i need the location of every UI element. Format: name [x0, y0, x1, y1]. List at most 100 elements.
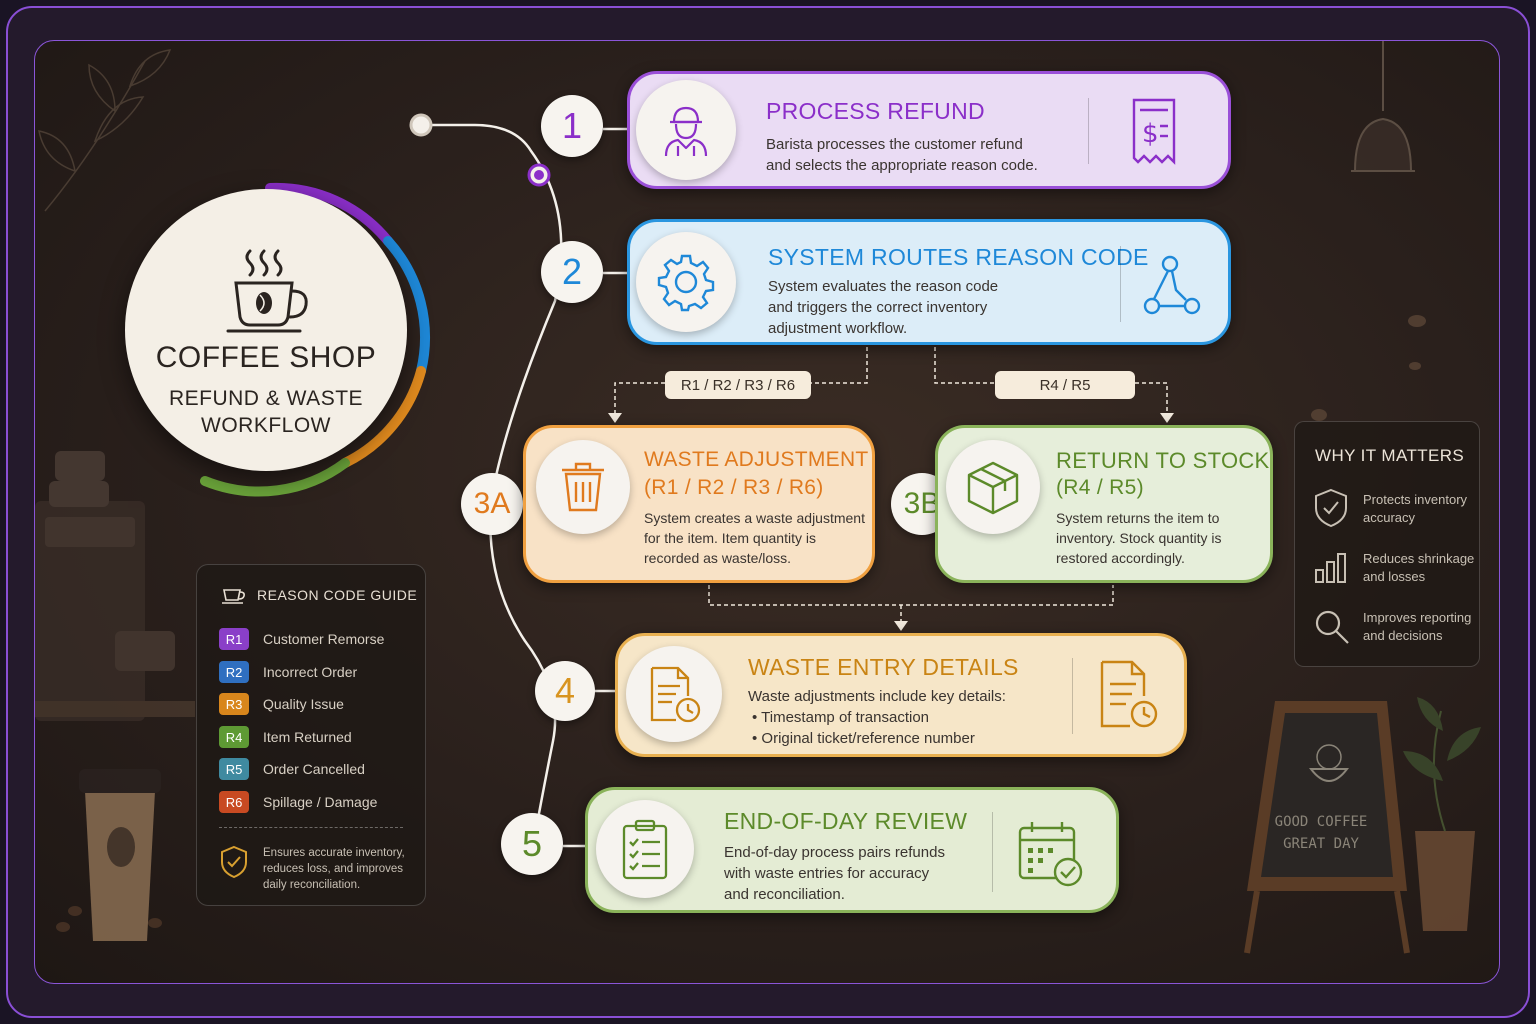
document-clock-icon [1100, 660, 1158, 728]
reason-code-label: Spillage / Damage [263, 794, 378, 810]
chalkboard-text: GOOD COFFEE GREAT DAY [1267, 811, 1375, 855]
reason-code-badge: R6 [219, 791, 249, 813]
step-4-desc-line: Waste adjustments include key details: [748, 688, 1006, 705]
gear-icon [636, 232, 736, 332]
reason-code-row: R5 Order Cancelled [219, 758, 365, 780]
leaf-branch-decor [38, 49, 172, 212]
step-number-5: 5 [501, 813, 563, 875]
step-card-system-routes: SYSTEM ROUTES REASON CODE System evaluat… [627, 219, 1231, 345]
step-1-desc-line: Barista processes the customer refund [766, 136, 1023, 153]
step-5-desc-line: and reconciliation. [724, 886, 845, 903]
step-3b-desc-line: inventory. Stock quantity is [1056, 530, 1222, 546]
step-5-desc-line: with waste entries for accuracy [724, 865, 930, 882]
chalkboard-line: GOOD COFFEE [1274, 814, 1368, 830]
step-1-title: PROCESS REFUND [766, 98, 985, 124]
route-label-waste: R1 / R2 / R3 / R6 [665, 371, 811, 399]
step-2-desc-line: System evaluates the reason code [768, 278, 999, 295]
step-5-title: END-OF-DAY REVIEW [724, 808, 968, 834]
step-card-waste-entry-details: WASTE ENTRY DETAILS Waste adjustments in… [615, 633, 1187, 757]
step-3a-desc-line: System creates a waste adjustment [644, 510, 865, 526]
step-number-4: 4 [535, 661, 595, 721]
step-5-desc-line: End-of-day process pairs refunds [724, 844, 945, 861]
step-3a-subtitle: (R1 / R2 / R3 / R6) [644, 476, 824, 499]
step-3a-title: WASTE ADJUSTMENT [644, 448, 869, 471]
step-card-waste-adjustment: WASTE ADJUSTMENT (R1 / R2 / R3 / R6) Sys… [523, 425, 875, 583]
coffee-cup-icon [226, 249, 308, 333]
step-card-process-refund: PROCESS REFUND Barista processes the cus… [627, 71, 1231, 189]
step-1-description: Barista processes the customer refund an… [766, 134, 1038, 176]
step-3b-desc-line: restored accordingly. [1056, 550, 1185, 566]
card-divider [1088, 98, 1089, 164]
card-divider [992, 812, 993, 892]
title-line-1: COFFEE SHOP [155, 341, 377, 374]
title-circle: COFFEE SHOP REFUND & WASTE WORKFLOW [125, 189, 407, 471]
step-number-3a: 3A [461, 473, 523, 535]
reason-code-badge: R3 [219, 693, 249, 715]
reason-code-label: Item Returned [263, 729, 352, 745]
reason-code-row: R4 Item Returned [219, 726, 352, 748]
step-3b-description: System returns the item to inventory. St… [1056, 508, 1221, 568]
step-1-desc-line: and selects the appropriate reason code. [766, 157, 1038, 174]
box-icon [946, 440, 1040, 534]
step-4-title: WASTE ENTRY DETAILS [748, 654, 1019, 680]
step-card-return-to-stock: RETURN TO STOCK (R4 / R5) System returns… [935, 425, 1273, 583]
reason-code-label: Incorrect Order [263, 664, 358, 680]
takeaway-cup-decor [56, 769, 162, 941]
calendar-check-icon [1018, 822, 1083, 887]
title-line-2: REFUND & WASTE WORKFLOW [125, 385, 407, 439]
step-4-bullet-text: Original ticket/reference number [761, 730, 975, 747]
step-3b-desc-line: System returns the item to [1056, 510, 1220, 526]
plant-decor [1403, 697, 1481, 931]
coffee-bean-decor [1311, 315, 1426, 421]
step-2-desc-line: adjustment workflow. [768, 320, 908, 337]
reason-code-label: Order Cancelled [263, 761, 365, 777]
guide-title: REASON CODE GUIDE [257, 587, 418, 603]
reason-code-row: R2 Incorrect Order [219, 661, 357, 683]
reason-code-badge: R1 [219, 628, 249, 650]
coffee-cup-icon [222, 589, 245, 604]
card-divider [1120, 246, 1121, 322]
reason-code-badge: R5 [219, 758, 249, 780]
step-4-bullet: • Timestamp of transaction [752, 709, 929, 726]
step-3a-description: System creates a waste adjustment for th… [644, 508, 865, 568]
receipt-dollar-icon: $ [1132, 98, 1176, 165]
why-it-matters-panel: WHY IT MATTERS Protects inventory accura… [1294, 421, 1480, 667]
routing-connectors [614, 347, 1168, 625]
card-divider [1072, 658, 1073, 734]
step-4-bullet: • Original ticket/reference number [752, 730, 975, 747]
step-2-desc-line: and triggers the correct inventory [768, 299, 988, 316]
step-3a-desc-line: for the item. Item quantity is [644, 530, 816, 546]
why-title: WHY IT MATTERS [1315, 446, 1465, 465]
title-line-3-text: WORKFLOW [201, 414, 331, 437]
hanging-lamp-decor [1351, 41, 1415, 172]
step-card-end-of-day-review: END-OF-DAY REVIEW End-of-day process pai… [585, 787, 1119, 913]
reason-code-row: R1 Customer Remorse [219, 628, 384, 650]
step-4-bullet-text: Timestamp of transaction [761, 709, 929, 726]
branch-icon [1143, 255, 1201, 315]
route-label-return: R4 / R5 [995, 371, 1135, 399]
clipboard-icon [596, 800, 694, 898]
espresso-machine-decor [35, 451, 195, 721]
main-panel: COFFEE SHOP REFUND & WASTE WORKFLOW 1 PR… [34, 40, 1500, 984]
magnifier-icon [1315, 610, 1349, 644]
shield-check-icon [1315, 488, 1347, 528]
step-number-1: 1 [541, 95, 603, 157]
step-number-2: 2 [541, 241, 603, 303]
reason-code-guide: REASON CODE GUIDE R1 Customer Remorse R2… [196, 564, 426, 906]
step-4-description: Waste adjustments include key details: •… [748, 686, 1006, 749]
title-line-2-text: REFUND & WASTE [168, 387, 364, 410]
title-ring [200, 182, 430, 497]
step-5-description: End-of-day process pairs refunds with wa… [724, 842, 945, 905]
reason-code-label: Quality Issue [263, 696, 344, 712]
step-3a-desc-line: recorded as waste/loss. [644, 550, 792, 566]
step-2-title: SYSTEM ROUTES REASON CODE [768, 244, 1149, 270]
chalkboard-decor [1244, 701, 1410, 954]
reason-code-row: R3 Quality Issue [219, 693, 344, 715]
barista-icon [636, 80, 736, 180]
step-2-description: System evaluates the reason code and tri… [768, 276, 998, 339]
shield-check-icon [221, 845, 247, 879]
reason-code-label: Customer Remorse [263, 631, 385, 647]
reason-code-badge: R2 [219, 661, 249, 683]
trash-icon [536, 440, 630, 534]
why-item: Protects inventory accuracy [1363, 492, 1468, 525]
